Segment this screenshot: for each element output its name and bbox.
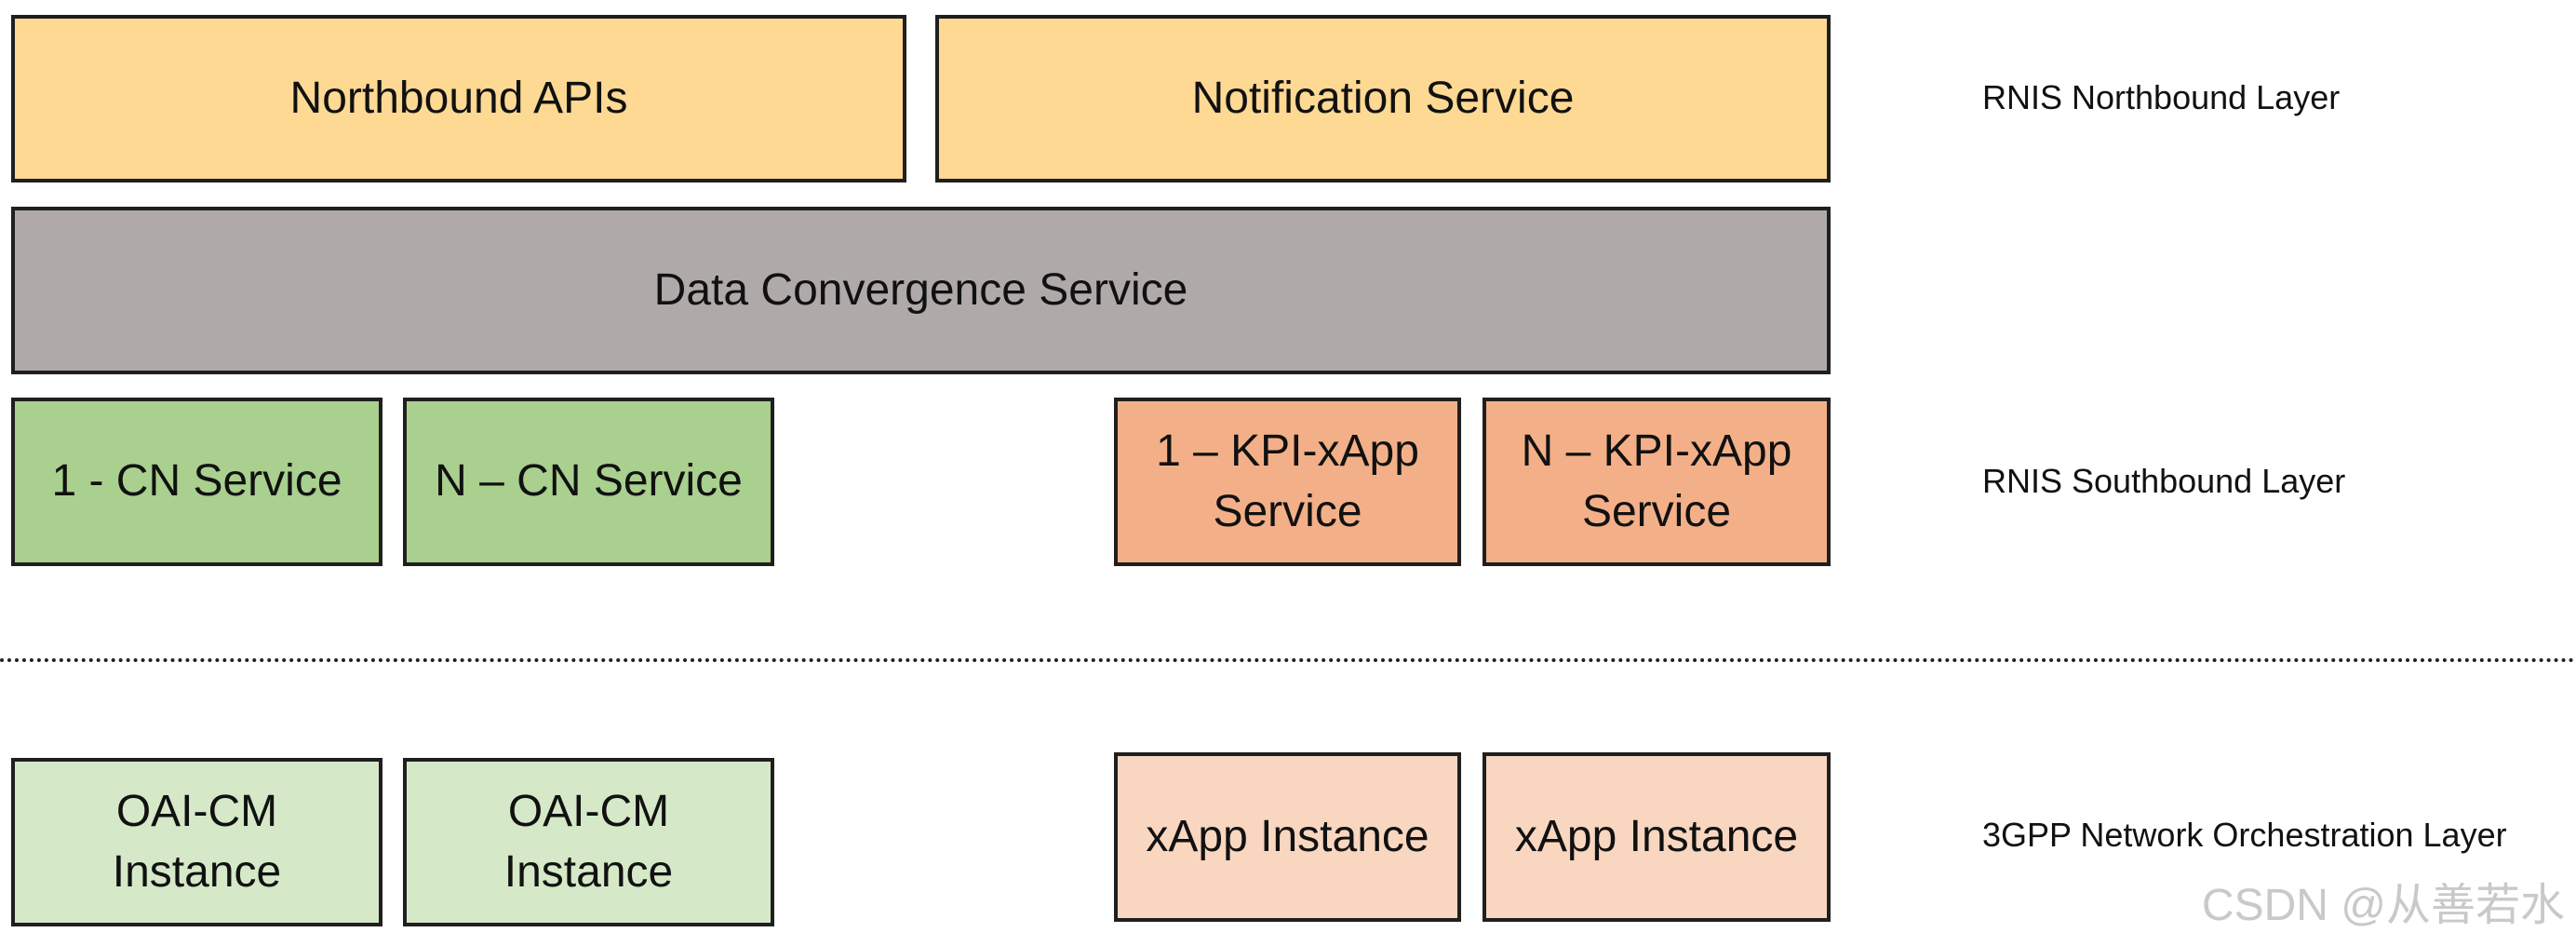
oai-cm-instance-2-line2: Instance <box>503 846 674 897</box>
watermark-text: CSDN @从善若水 <box>2201 881 2565 930</box>
oai-cm-instance-1-line1: OAI-CM <box>115 786 278 836</box>
northbound-layer-label: RNIS Northbound Layer <box>1982 78 2341 116</box>
kpi-xapp-service-1-line2: Service <box>1213 486 1362 536</box>
cn-service-n-label: N – CN Service <box>435 456 743 507</box>
oai-cm-instance-2-box: OAI-CM Instance <box>403 758 774 926</box>
kpi-xapp-service-1-line1: 1 – KPI-xApp <box>1156 426 1419 476</box>
kpi-xapp-service-n-line1: N – KPI-xApp <box>1521 426 1792 476</box>
layer-divider <box>0 658 2576 662</box>
cn-service-n-box: N – CN Service <box>403 398 774 566</box>
data-convergence-service-box: Data Convergence Service <box>11 207 1831 374</box>
oai-cm-instance-1-box: OAI-CM Instance <box>11 758 382 926</box>
cn-service-1-label: 1 - CN Service <box>51 456 342 507</box>
xapp-instance-2-label: xApp Instance <box>1514 811 1799 861</box>
kpi-xapp-service-n-line2: Service <box>1581 486 1732 536</box>
northbound-apis-box: Northbound APIs <box>11 15 906 182</box>
kpi-xapp-service-1-box: 1 – KPI-xApp Service <box>1114 398 1461 566</box>
xapp-instance-1-box: xApp Instance <box>1114 752 1461 922</box>
oai-cm-instance-2-line1: OAI-CM <box>507 786 670 836</box>
notification-service-box: Notification Service <box>935 15 1831 182</box>
cn-service-1-box: 1 - CN Service <box>11 398 382 566</box>
kpi-xapp-service-n-box: N – KPI-xApp Service <box>1483 398 1831 566</box>
southbound-layer-label: RNIS Southbound Layer <box>1982 462 2346 500</box>
oai-cm-instance-1-line2: Instance <box>112 846 282 897</box>
xapp-instance-1-label: xApp Instance <box>1146 811 1429 861</box>
orchestration-layer-label: 3GPP Network Orchestration Layer <box>1982 816 2507 854</box>
data-convergence-service-label: Data Convergence Service <box>653 264 1188 315</box>
xapp-instance-2-box: xApp Instance <box>1483 752 1831 922</box>
notification-service-label: Notification Service <box>1191 73 1575 123</box>
northbound-apis-label: Northbound APIs <box>289 73 628 123</box>
